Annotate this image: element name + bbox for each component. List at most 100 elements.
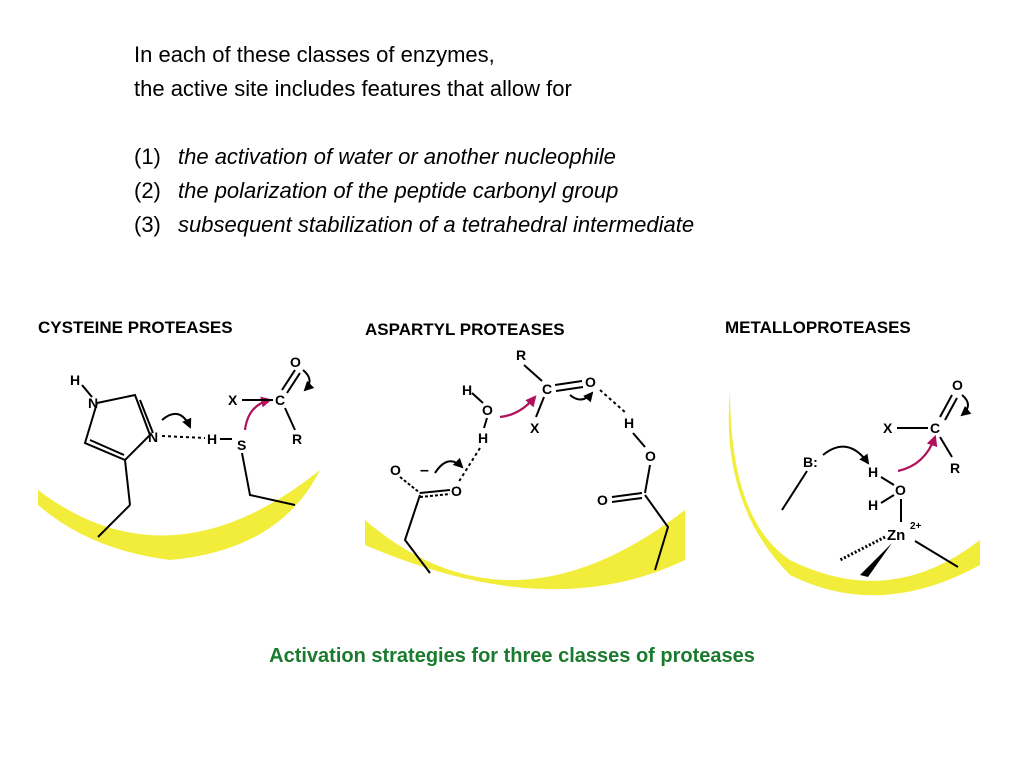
zn-ligand-wedge	[860, 543, 892, 577]
black-curved-arrow	[822, 445, 870, 465]
intro-item-2: (2) the polarization of the peptide carbo…	[134, 174, 694, 208]
cys-n-top: N	[88, 395, 98, 411]
red-curved-arrow	[897, 434, 938, 473]
cysteine-active-site-curve	[38, 470, 320, 560]
h-o-bond	[880, 476, 895, 486]
met-zn-charge: 2+	[910, 521, 922, 532]
protease-mechanisms-diagram: CYSTEINE PROTEASES H N N H S X C O R ASP…	[38, 318, 980, 596]
h-bond-dashes	[161, 435, 206, 439]
asp-o-right-1: O	[645, 448, 656, 464]
h-o-bond	[471, 392, 484, 404]
item-number: (3)	[134, 212, 161, 237]
asp-right-side-chain	[644, 494, 670, 571]
carboxylate-bond	[419, 489, 451, 494]
asp-o-water: O	[482, 402, 493, 418]
ring-double-bond	[89, 439, 125, 456]
cys-n-right: N	[148, 429, 158, 445]
metallo-panel: METALLOPROTEASES O X C R B: H O H Zn 2+	[725, 318, 980, 596]
intro-spacer	[134, 106, 694, 140]
met-o: O	[952, 377, 963, 393]
item-text: the polarization of the peptide carbonyl…	[178, 178, 619, 203]
intro-line-2: the active site includes features that a…	[134, 76, 572, 101]
met-o-water: O	[895, 482, 906, 498]
asp-c: C	[542, 381, 552, 397]
cys-o: O	[290, 354, 301, 370]
intro-text: In each of these classes of enzymes, the…	[134, 38, 694, 242]
h-bond-dashes	[599, 389, 627, 414]
asp-h-water-1: H	[462, 382, 472, 398]
ring-double-bond	[139, 399, 154, 434]
black-curved-arrow	[161, 412, 192, 429]
cysteine-title: CYSTEINE PROTEASES	[38, 318, 233, 337]
cys-h-mid: H	[207, 431, 217, 447]
figure-caption: Activation strategies for three classes …	[269, 645, 755, 667]
ring-nh-bond	[81, 384, 93, 398]
h-bond-dashes	[457, 447, 481, 484]
r-c-bond	[523, 364, 543, 382]
asp-h-water-2: H	[478, 430, 488, 446]
black-curved-arrow	[434, 457, 464, 474]
c-o-double-bond	[286, 372, 301, 394]
met-c: C	[930, 420, 940, 436]
item-text: the activation of water or another nucle…	[178, 144, 616, 169]
his-side-chain	[124, 459, 131, 506]
h-o-bond	[880, 494, 895, 504]
aspartyl-active-site-curve	[365, 510, 685, 590]
item-text: subsequent stabilization of a tetrahedra…	[178, 212, 695, 237]
asp-o-carbonyl: O	[585, 374, 596, 390]
c-x-bond	[535, 396, 545, 418]
cys-side-chain	[241, 452, 296, 506]
cys-h-top: H	[70, 372, 80, 388]
aspartyl-panel: ASPARTYL PROTEASES R C O X H O H O – O H…	[365, 320, 685, 590]
asp-o-right-2: O	[597, 492, 608, 508]
met-h-1: H	[868, 464, 878, 480]
carboxyl-bond	[644, 464, 651, 494]
asp-minus: –	[420, 462, 429, 479]
zn-ligand-hashed	[839, 535, 886, 562]
item-number: (2)	[134, 178, 161, 203]
zn-ligand-bond	[914, 540, 959, 568]
o-h-bond	[483, 417, 488, 429]
metallo-active-site-curve	[728, 390, 980, 596]
red-curved-arrow	[243, 396, 273, 431]
carboxylate-bond	[399, 476, 421, 494]
c-o-double-bond	[281, 369, 296, 391]
carboxyl-double-bond	[611, 492, 643, 498]
asp-h-right: H	[624, 415, 634, 431]
asp-o-left-2: O	[451, 483, 462, 499]
cys-c: C	[275, 392, 285, 408]
carboxyl-double-bond	[611, 497, 643, 503]
met-h-2: H	[868, 497, 878, 513]
met-b: B:	[803, 454, 818, 470]
c-o-double-bond	[554, 380, 583, 386]
c-o-double-bond	[944, 397, 958, 421]
asp-left-side-chain	[403, 494, 431, 574]
carbonyl-arrow	[960, 394, 972, 417]
aspartyl-title: ASPARTYL PROTEASES	[365, 320, 565, 339]
met-zn: Zn	[887, 527, 905, 544]
imidazole-ring	[83, 393, 152, 462]
carbonyl-arrow	[569, 391, 594, 403]
cys-r: R	[292, 431, 302, 447]
red-curved-arrow	[499, 395, 537, 419]
c-r-bond	[939, 436, 953, 458]
asp-o-left-1: O	[390, 462, 401, 478]
asp-x: X	[530, 420, 540, 436]
c-r-bond	[284, 407, 296, 431]
asp-r: R	[516, 347, 526, 363]
c-o-double-bond	[555, 386, 584, 392]
item-number: (1)	[134, 144, 161, 169]
carboxylate-bond	[419, 493, 451, 498]
carbonyl-arrow	[302, 369, 315, 392]
met-x: X	[883, 420, 893, 436]
his-backbone	[97, 504, 131, 538]
met-r: R	[950, 460, 960, 476]
b-backbone	[781, 470, 808, 511]
intro-item-3: (3) subsequent stabilization of a tetrahe…	[134, 208, 694, 242]
intro-item-1: (1) the activation of water or another nu…	[134, 140, 694, 174]
intro-line-1: In each of these classes of enzymes,	[134, 42, 495, 67]
cysteine-panel: CYSTEINE PROTEASES H N N H S X C O R	[38, 318, 320, 560]
cys-x: X	[228, 392, 238, 408]
h-o-bond	[632, 432, 646, 448]
metallo-title: METALLOPROTEASES	[725, 318, 911, 337]
